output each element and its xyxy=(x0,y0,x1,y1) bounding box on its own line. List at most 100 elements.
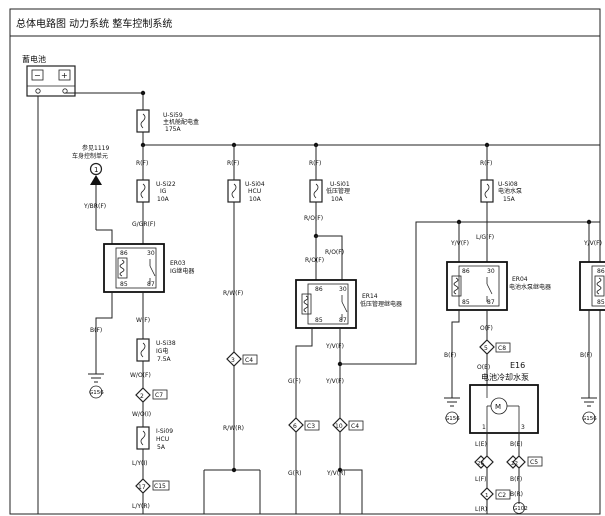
svg-text:B(F): B(F) xyxy=(444,352,456,359)
svg-text:IG继电器: IG继电器 xyxy=(170,267,194,275)
svg-text:Y/BR(F): Y/BR(F) xyxy=(83,203,106,210)
svg-text:U-Si01: U-Si01 xyxy=(330,181,350,188)
svg-text:Y/V(F): Y/V(F) xyxy=(450,240,469,247)
svg-text:IG: IG xyxy=(160,188,167,195)
connector-c8: 5 C8 xyxy=(479,339,511,355)
svg-text:W/O(I): W/O(I) xyxy=(132,411,151,418)
svg-text:3: 3 xyxy=(521,424,525,431)
svg-text:C2: C2 xyxy=(498,492,506,499)
svg-text:G156: G156 xyxy=(89,390,104,396)
svg-text:G(F): G(F) xyxy=(288,378,301,385)
svg-text:U-Si04: U-Si04 xyxy=(245,181,265,188)
relay-er03: 86 30 85 87 ER03 IG继电器 xyxy=(103,243,194,293)
ground-symbol-g156-1: G156 xyxy=(88,373,104,399)
svg-text:1: 1 xyxy=(482,424,486,431)
svg-text:B(E): B(E) xyxy=(510,441,523,448)
svg-text:G156: G156 xyxy=(445,416,460,422)
svg-text:10: 10 xyxy=(335,423,343,430)
svg-text:85: 85 xyxy=(462,299,470,306)
svg-text:U-Si38: U-Si38 xyxy=(156,340,176,347)
svg-text:30: 30 xyxy=(147,250,155,257)
svg-text:C4: C4 xyxy=(351,423,359,430)
relay-partial-right: Y/V(F) 86 85 B(F) G156 xyxy=(579,222,605,425)
relay-er04: 86 30 85 87 ER04 电池水泵继电器 xyxy=(446,261,551,311)
svg-text:L(E): L(E) xyxy=(475,441,487,448)
svg-text:R/O(F): R/O(F) xyxy=(304,215,323,222)
svg-text:HCU: HCU xyxy=(248,188,261,195)
svg-text:HCU: HCU xyxy=(156,436,169,443)
svg-text:C8: C8 xyxy=(498,345,506,352)
battery-label: 蓄电池 xyxy=(22,54,46,64)
fuse-u-si08: U-Si08 电池水泵 15A xyxy=(480,179,522,203)
svg-text:B(F): B(F) xyxy=(580,352,592,359)
svg-text:U-Si22: U-Si22 xyxy=(156,181,176,188)
svg-text:参见1119: 参见1119 xyxy=(82,144,109,152)
svg-text:R/W(R): R/W(R) xyxy=(223,425,244,432)
svg-text:1: 1 xyxy=(485,493,489,499)
svg-text:R(F): R(F) xyxy=(227,160,239,167)
battery-positive-terminal xyxy=(58,69,71,81)
battery-positive-wire xyxy=(65,92,144,110)
svg-text:−: − xyxy=(34,71,41,80)
svg-text:M: M xyxy=(495,403,501,411)
svg-text:6: 6 xyxy=(293,423,297,430)
svg-text:L/Y(I): L/Y(I) xyxy=(132,460,147,467)
svg-text:5: 5 xyxy=(484,345,488,352)
svg-text:G/GR(F): G/GR(F) xyxy=(132,221,156,228)
svg-text:10A: 10A xyxy=(331,196,344,203)
svg-text:O(E): O(E) xyxy=(477,364,490,371)
svg-text:87: 87 xyxy=(487,299,495,306)
svg-text:R/W(F): R/W(F) xyxy=(223,290,243,297)
fuse-i-si09: I-Si09 HCU 5A xyxy=(136,426,173,451)
svg-text:Y/V(F): Y/V(F) xyxy=(325,378,344,385)
svg-text:IG电: IG电 xyxy=(156,347,168,355)
svg-text:L/Y(R): L/Y(R) xyxy=(132,503,150,510)
fuse-u-si59: U-Si59 主机舱配电盒 175A xyxy=(136,109,199,133)
svg-text:低压管理: 低压管理 xyxy=(326,187,350,195)
svg-text:85: 85 xyxy=(120,281,128,288)
svg-text:Y/V(R): Y/V(R) xyxy=(326,470,346,477)
connector-c2: 1 C2 xyxy=(480,487,511,501)
svg-text:2: 2 xyxy=(140,393,144,400)
svg-text:电池冷却水泵: 电池冷却水泵 xyxy=(481,372,529,382)
svg-text:R/O(F): R/O(F) xyxy=(325,249,344,256)
svg-text:87: 87 xyxy=(147,281,155,288)
connector-c4-2: 10 C4 xyxy=(332,417,364,433)
connector-c7: 2 C7 xyxy=(135,387,168,403)
svg-text:26: 26 xyxy=(477,461,484,467)
svg-text:O(F): O(F) xyxy=(480,325,493,332)
svg-text:ER14: ER14 xyxy=(362,293,378,300)
battery: 蓄电池 − + xyxy=(22,54,76,97)
svg-text:7.5A: 7.5A xyxy=(157,356,172,363)
svg-text:电池水泵继电器: 电池水泵继电器 xyxy=(509,283,551,291)
svg-text:I-Si09: I-Si09 xyxy=(156,428,173,435)
signal-wire-yv xyxy=(340,221,600,365)
svg-text:ER03: ER03 xyxy=(170,260,186,267)
fuse-u-si01: U-Si01 低压管理 10A xyxy=(309,179,350,203)
svg-text:B(F): B(F) xyxy=(510,476,522,483)
svg-text:电池水泵: 电池水泵 xyxy=(498,187,522,195)
svg-text:15A: 15A xyxy=(503,196,516,203)
svg-text:22: 22 xyxy=(511,461,518,467)
svg-text:30: 30 xyxy=(339,286,347,293)
svg-text:85: 85 xyxy=(315,317,323,324)
svg-text:175A: 175A xyxy=(165,126,181,133)
connector-c3: 6 C3 xyxy=(288,417,320,433)
svg-text:C5: C5 xyxy=(530,459,538,466)
svg-text:低压管理继电器: 低压管理继电器 xyxy=(360,300,402,308)
svg-text:10A: 10A xyxy=(249,196,262,203)
svg-text:1: 1 xyxy=(94,166,98,174)
connector-c4-1: 3 C4 xyxy=(226,351,258,367)
svg-text:主机舱配电盒: 主机舱配电盒 xyxy=(163,118,199,126)
svg-text:车身控制单元: 车身控制单元 xyxy=(72,152,108,160)
svg-text:R/O(F): R/O(F) xyxy=(305,257,324,264)
fuse-u-si22: U-Si22 IG 10A xyxy=(136,179,176,203)
svg-text:30: 30 xyxy=(487,268,495,275)
fuse-u-si38: U-Si38 IG电 7.5A xyxy=(136,338,176,363)
svg-text:G(R): G(R) xyxy=(288,470,302,477)
svg-text:10A: 10A xyxy=(157,196,170,203)
svg-text:L(R): L(R) xyxy=(475,506,487,513)
connector-c15: 17 C15 xyxy=(135,478,170,494)
svg-text:87: 87 xyxy=(339,317,347,324)
svg-text:+: + xyxy=(61,71,68,80)
